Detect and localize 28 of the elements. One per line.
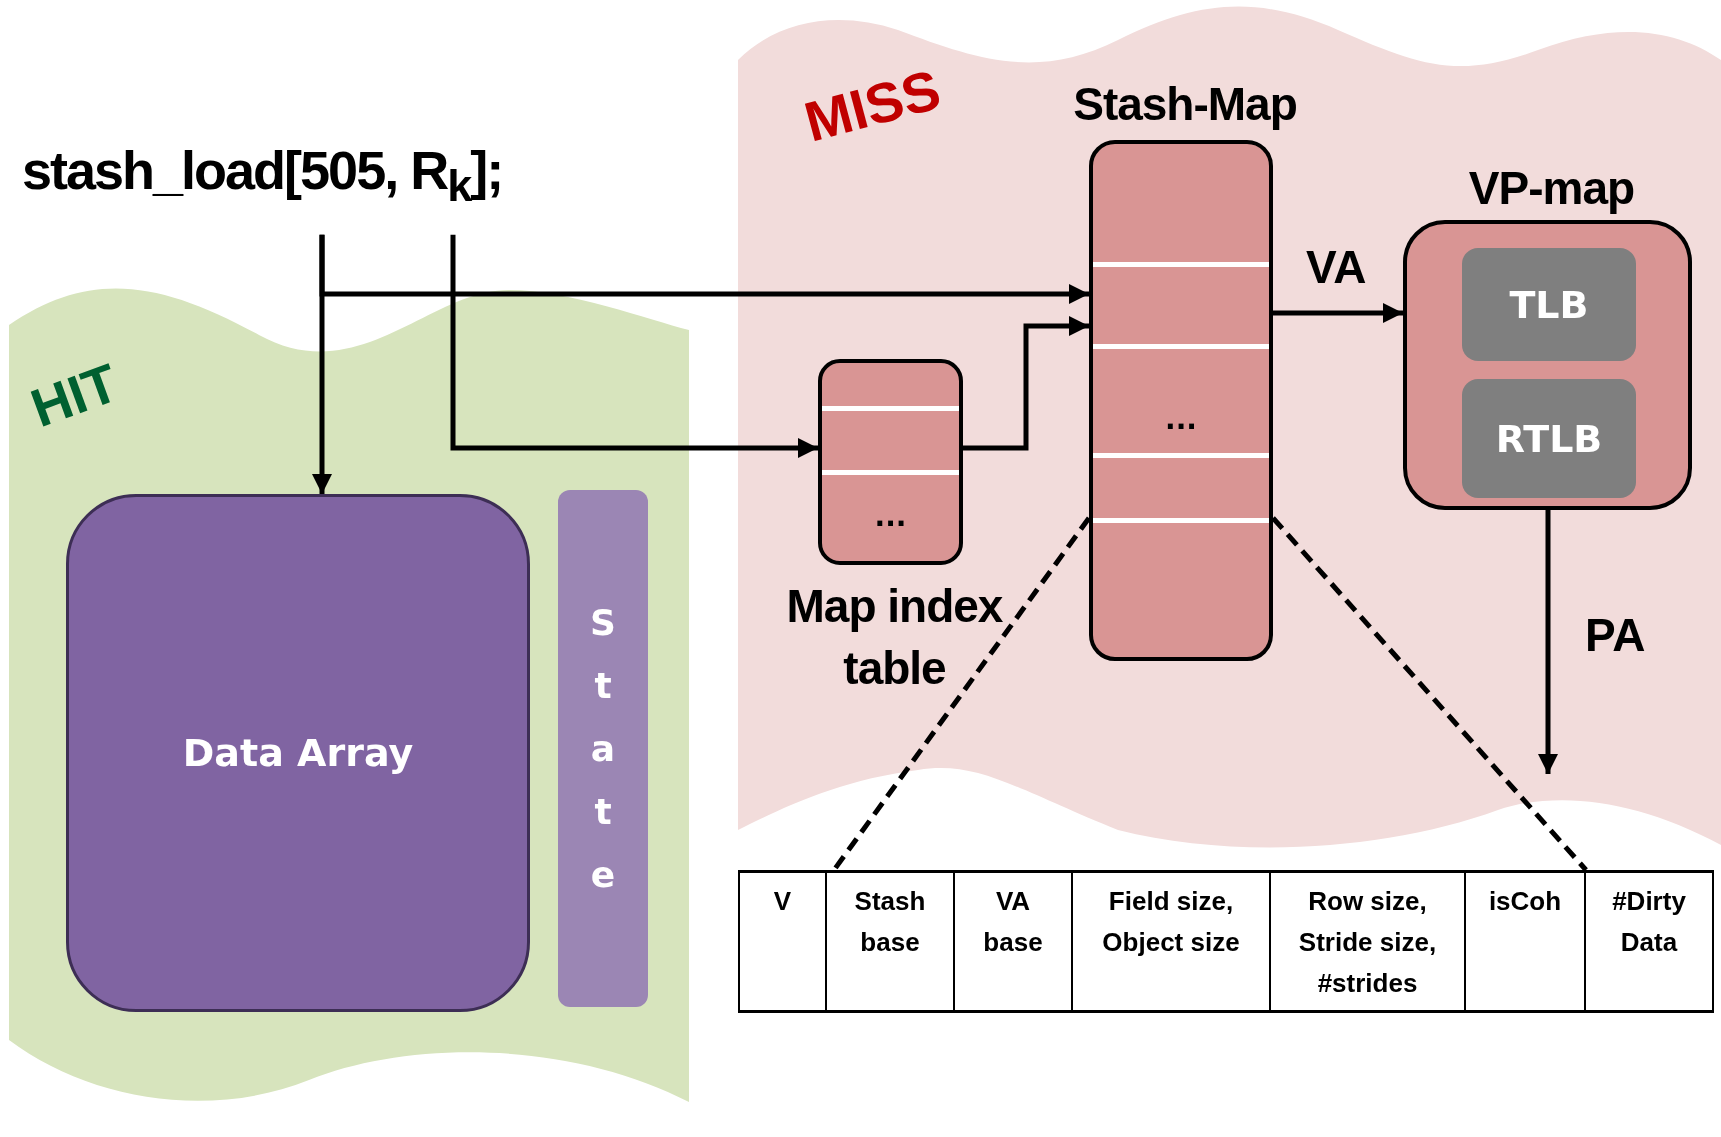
table-cell: #Dirty Data [1584, 873, 1714, 1010]
edge-label: VA [1306, 244, 1367, 290]
region-title: HIT [24, 354, 125, 436]
arrow [319, 234, 1089, 304]
table-cell: Field size, Object size [1071, 873, 1269, 1010]
ellipsis-text: ... [873, 503, 908, 531]
edge-label: PA [1585, 612, 1646, 658]
field-table [738, 870, 1714, 1013]
block-title: VP-map [1468, 163, 1635, 214]
table-cell: VA base [953, 873, 1071, 1010]
memory-block: Data Array [66, 494, 530, 1012]
code-text: stash_load[505, R$_{k}$]; [22, 138, 503, 213]
region-title: MISS [799, 61, 946, 151]
ellipsis-text: ... [1164, 406, 1198, 434]
arrow [1538, 510, 1558, 774]
arrow [963, 316, 1089, 451]
state-bar [558, 490, 648, 1007]
table-cell: Row size, Stride size, #strides [1269, 873, 1464, 1010]
block-title: Stash-Map [1073, 79, 1297, 130]
vertical-label: State [589, 601, 617, 897]
table-cell: V [738, 873, 825, 1010]
tlb-block: TLB [1462, 248, 1636, 361]
table-cell: isCoh [1464, 873, 1584, 1010]
rtlb-block: RTLB [1462, 379, 1636, 498]
table-cell: Stash base [825, 873, 953, 1010]
arrow [1273, 303, 1403, 323]
arrow [450, 234, 818, 458]
block-title: Map index table [785, 579, 1004, 697]
